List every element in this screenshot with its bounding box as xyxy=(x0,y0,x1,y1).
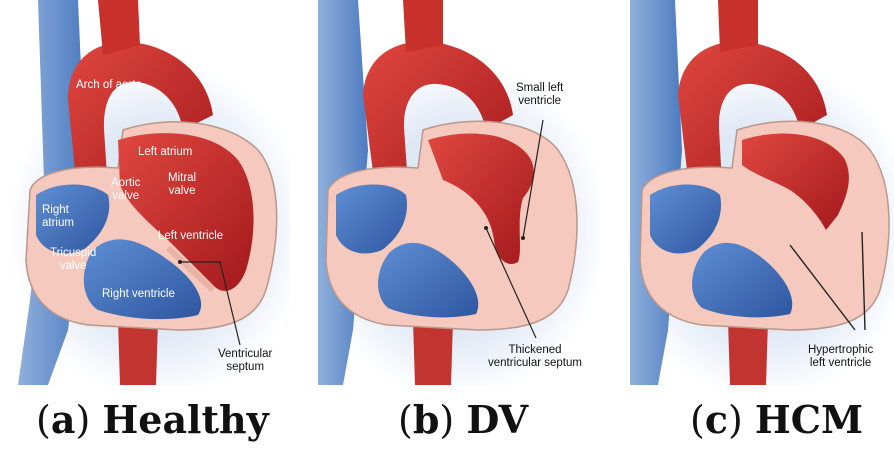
label-left-ventricle: Left ventricle xyxy=(158,230,223,243)
dv-heart-illustration xyxy=(318,0,600,385)
caption-hcm: (c) HCM xyxy=(690,398,863,442)
healthy-heart-illustration xyxy=(8,0,290,385)
hcm-heart-illustration xyxy=(630,0,894,385)
caption-healthy: (a) Healthy xyxy=(36,398,269,442)
label-left-atrium: Left atrium xyxy=(138,146,192,159)
label-right-ventricle: Right ventricle xyxy=(102,288,175,301)
label-arch-of-aorta: Arch of aorta xyxy=(76,79,142,92)
caption-dv: (b) DV xyxy=(398,398,528,442)
